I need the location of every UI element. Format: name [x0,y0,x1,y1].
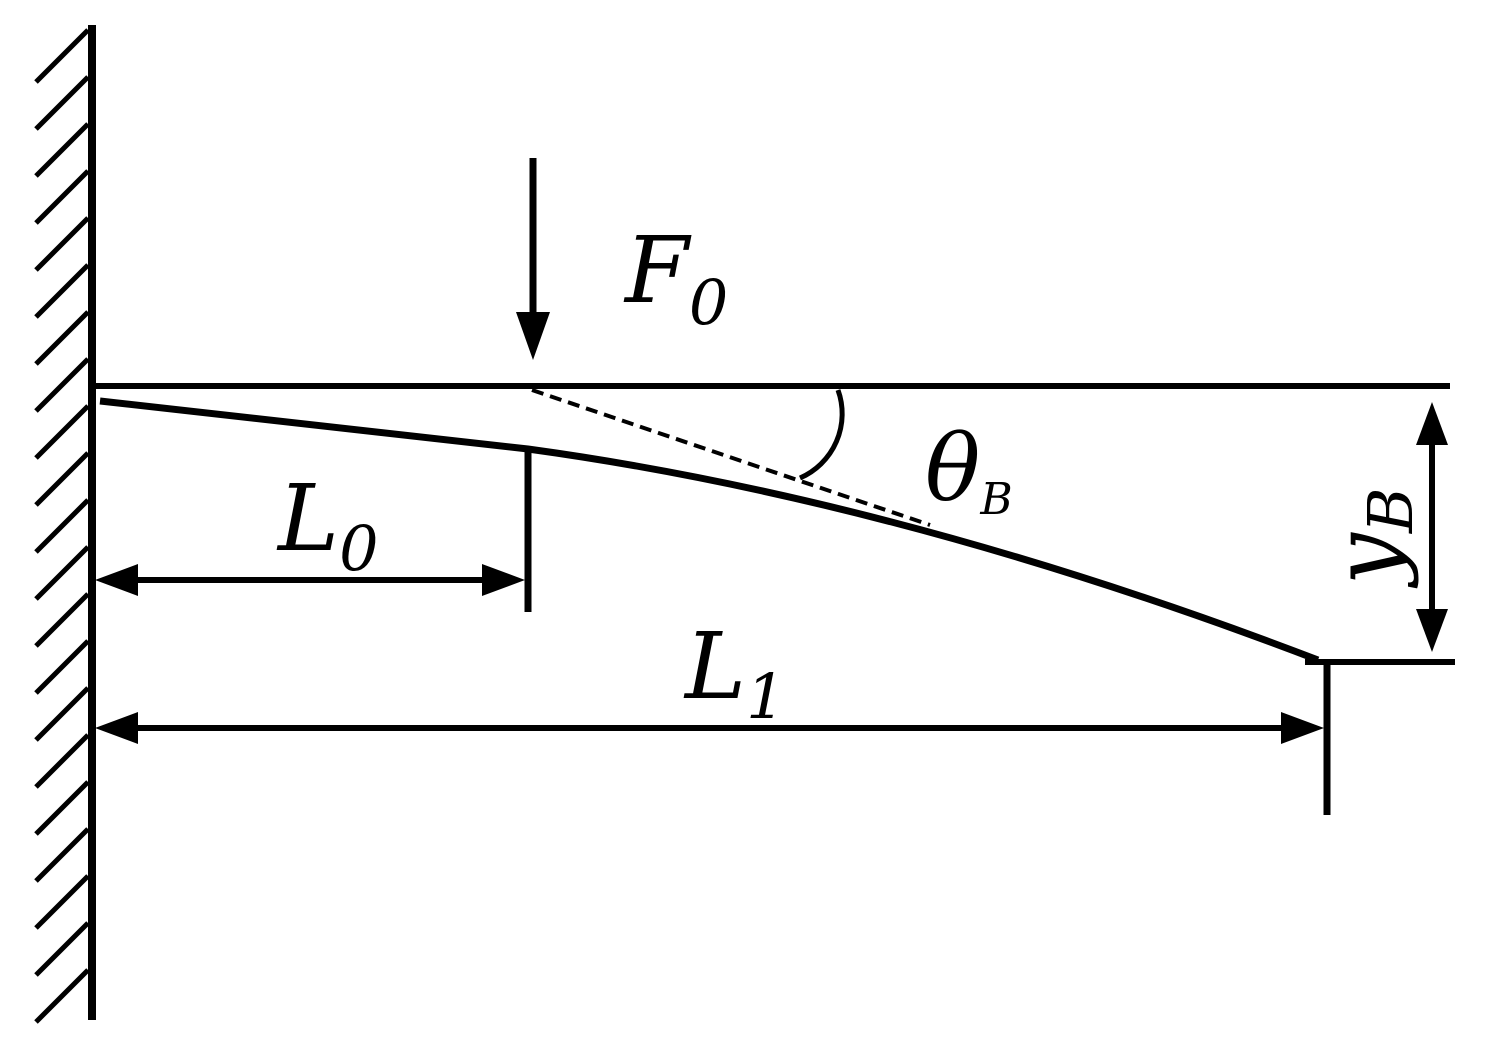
hatch-stroke [34,357,90,413]
hatch-stroke [34,75,90,131]
hatch-stroke [34,451,90,507]
hatch-stroke [34,686,90,742]
hatch-stroke [34,592,90,648]
load-distance-label: L0 [276,465,379,585]
hatch-stroke [34,122,90,178]
hatch-stroke [34,968,90,1024]
hatch-stroke [34,827,90,883]
deflected-beam-curve [99,397,1320,664]
beam-length-label: L1 [683,613,786,733]
hatch-stroke [34,780,90,836]
hatch-stroke [34,921,90,977]
deflection-label: yB [1313,487,1427,589]
hatch-stroke [34,874,90,930]
yb-dimension-arrow [1416,402,1448,652]
fixed-wall-support [34,25,96,1024]
hatch-stroke [34,28,90,84]
angle-label: θB [925,415,1013,525]
tangent-dashed-line [531,388,931,527]
hatch-stroke [34,733,90,789]
hatch-stroke [34,639,90,695]
hatch-stroke [34,404,90,460]
l0-dimension-arrow [95,564,525,596]
hatch-stroke [34,545,90,601]
angle-arc [798,389,845,481]
hatch-stroke [34,498,90,554]
l1-dimension-arrow [95,712,1324,744]
hatch-stroke [34,169,90,225]
wall-hatching [34,28,90,1024]
hatch-stroke [34,263,90,319]
hatch-stroke [34,216,90,272]
force-label: F0 [623,217,728,339]
hatch-stroke [34,310,90,366]
force-arrow [516,158,550,360]
